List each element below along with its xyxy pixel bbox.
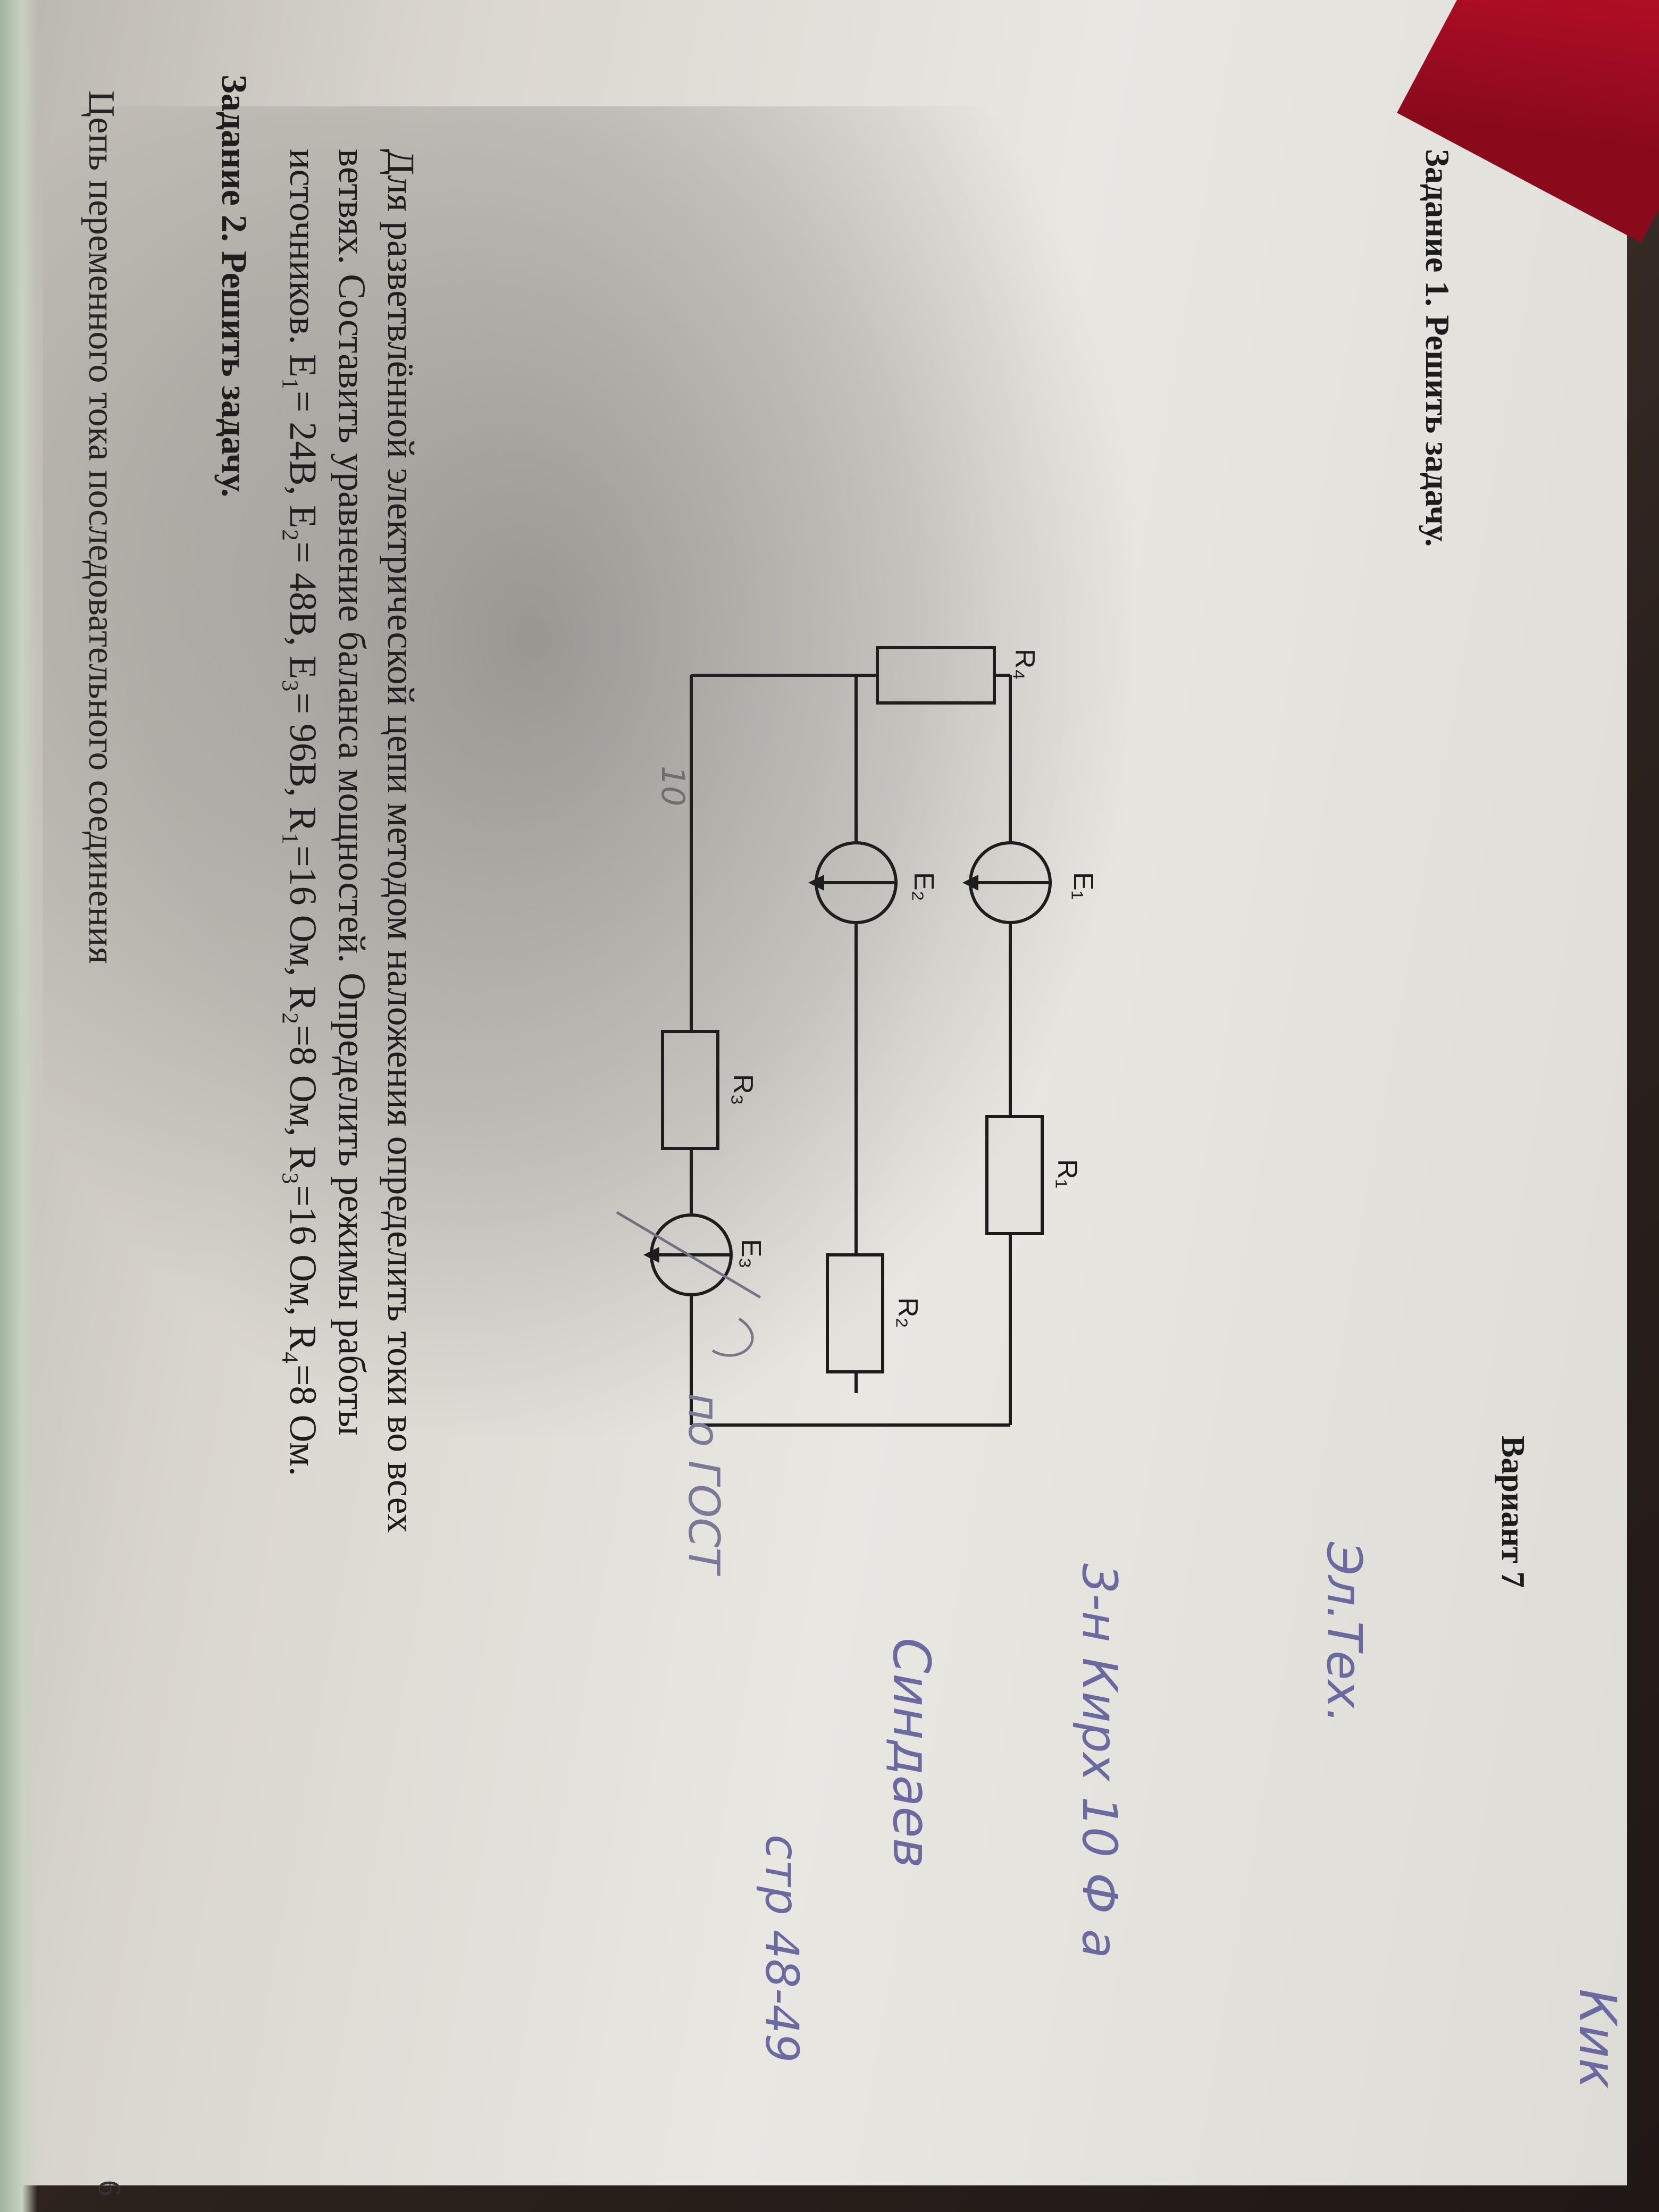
handwriting-scribble: 10 — [654, 766, 691, 807]
source-e1 — [962, 841, 1052, 924]
label-r4: R₄ — [1009, 649, 1040, 680]
source-e3 — [643, 1213, 733, 1296]
resistor-r4 — [876, 646, 996, 705]
circuit-diagram: R₄ E₁ R₁ E₂ R₂ R₃ E₃ — [616, 646, 1099, 1427]
label-r1: R₁ — [1052, 1159, 1083, 1188]
task1-title: Задание 1. Решить задачу. — [1419, 149, 1456, 547]
task1-paragraph: Для разветвлённой электрической цепи мет… — [279, 149, 425, 2063]
handwriting-line-4: стр 48-49 — [755, 1834, 808, 2063]
handwriting-line-3: Синдаев — [882, 1638, 941, 1869]
handwriting-line-1: Эл.Тех. — [1316, 1542, 1372, 1724]
handwriting-line-2: 3-н Кирх 10 Ф а — [1071, 1563, 1127, 1958]
pencil-scribble — [616, 1211, 761, 1357]
book-edge — [0, 0, 37, 2212]
variant-heading: Вариант 7 — [1495, 1436, 1531, 1588]
resistor-r1 — [985, 1115, 1044, 1235]
label-e1: E₁ — [1068, 872, 1099, 900]
task1-line-1: Для разветвлённой электрической цепи мет… — [380, 149, 422, 1533]
task2-text: Цепь переменного тока последовательного … — [81, 90, 122, 964]
label-e2: E₂ — [908, 872, 939, 901]
paper-sheet — [0, 0, 1627, 2185]
resistor-r2 — [826, 1253, 884, 1373]
source-e2 — [808, 841, 898, 924]
handwriting-line-5: по ГОСТ — [679, 1393, 728, 1573]
resistor-r3 — [661, 1030, 719, 1150]
task1-line-3: источников. E₁= 24В, E₂= 48В, E₃= 96В, R… — [282, 149, 324, 1477]
label-e3: E₃ — [735, 1239, 766, 1269]
task1-line-2: ветвях. Составить уравнение баланса мощн… — [331, 149, 373, 1436]
task2-title: Задание 2. Решить задачу. — [214, 74, 255, 498]
label-r3: R₃ — [727, 1074, 758, 1105]
page-number: 6 — [92, 2180, 127, 2196]
handwriting-top-right: Кик — [1568, 1989, 1627, 2089]
label-r2: R₂ — [892, 1297, 923, 1328]
